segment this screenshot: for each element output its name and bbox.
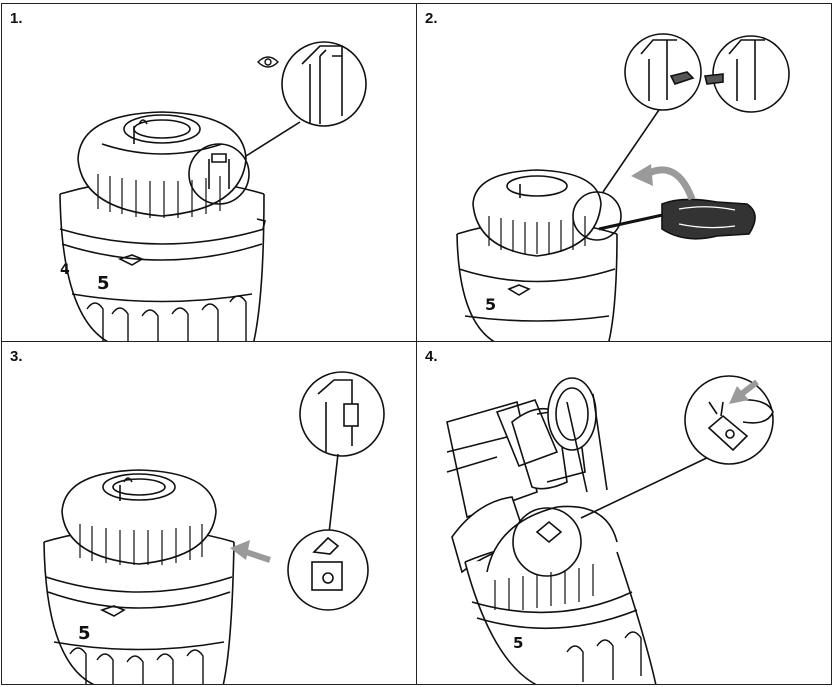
dial-number-main: 5 xyxy=(78,623,91,644)
valve-pipe xyxy=(446,377,608,574)
detail-magnifier-top xyxy=(299,371,385,457)
thermostat-head xyxy=(456,169,618,341)
detail-focus-circle xyxy=(512,507,582,577)
rotate-arrow-icon xyxy=(631,164,696,201)
step-3-label: 3. xyxy=(10,348,23,365)
thermostat-head xyxy=(43,469,235,684)
detail-focus-circle xyxy=(572,191,622,241)
leader-line xyxy=(327,453,339,543)
leader-line xyxy=(580,453,716,519)
step-4-panel: 4. xyxy=(416,341,832,685)
detail-magnifier-after xyxy=(712,35,790,113)
clip-part xyxy=(311,536,343,591)
step-2-label: 2. xyxy=(425,10,438,27)
thermostat-head xyxy=(59,111,266,341)
press-arrow-icon xyxy=(729,379,759,404)
step-1-label: 1. xyxy=(10,10,23,27)
step-3-illustration: 5 xyxy=(43,371,385,684)
eye-icon xyxy=(257,56,279,68)
step-1-illustration: 5 4 xyxy=(59,41,367,341)
dial-number-main: 5 xyxy=(485,295,496,314)
detail-focus-circle xyxy=(188,143,250,205)
step-2-panel: 2. 5 xyxy=(416,3,832,342)
step-4-label: 4. xyxy=(425,348,438,365)
detail-magnifier-before xyxy=(624,33,702,111)
dial-number-main: 5 xyxy=(97,273,110,294)
step-1-panel: 1. xyxy=(1,3,417,342)
dial-number-main: 5 xyxy=(513,634,523,652)
leader-line xyxy=(602,103,664,193)
step-4-illustration: 5 xyxy=(446,375,774,684)
insert-arrow-icon xyxy=(230,540,271,563)
leader-line xyxy=(245,121,301,157)
dial-number-side: 4 xyxy=(60,262,70,278)
detail-magnifier-bottom xyxy=(287,529,369,611)
detail-magnifier xyxy=(281,41,367,127)
step-3-panel: 3. xyxy=(1,341,417,685)
step-2-illustration: 5 xyxy=(456,33,790,341)
screwdriver-icon xyxy=(598,198,756,240)
